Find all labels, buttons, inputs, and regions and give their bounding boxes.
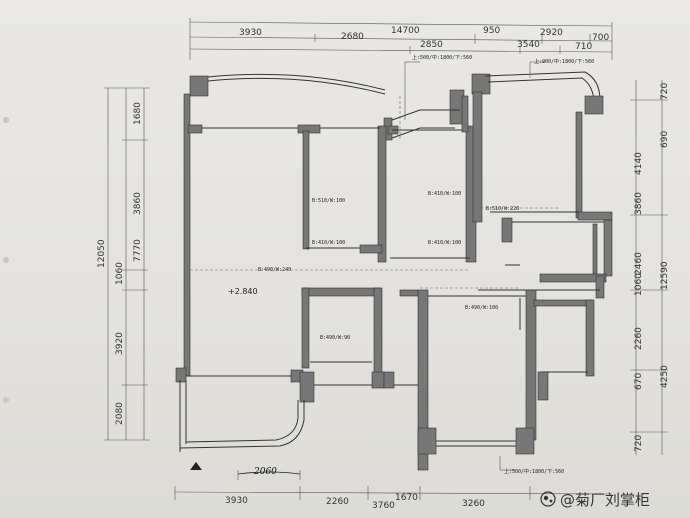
binder-holes <box>3 117 9 403</box>
exterior-walls <box>175 71 613 471</box>
top-dimension-chain: 14700 3930 2680 950 2920 700 2850 3540 7… <box>189 18 613 60</box>
door-label-6: B:490/W:240 <box>258 267 291 273</box>
dim-top-6: 2850 <box>420 40 443 50</box>
dim-right-outer-1: 720 <box>660 83 670 100</box>
door-label-4: B:410/W:100 <box>312 240 345 246</box>
dim-right-inner-2: 3860 <box>634 192 644 215</box>
door-label-1: B:510/W:100 <box>312 198 345 204</box>
door-label-5: B:410/W:100 <box>428 240 461 246</box>
dim-right-inner-1: 690 <box>660 131 670 148</box>
dim-top-3: 950 <box>483 26 500 36</box>
dim-right-inner-3: 2460 <box>634 252 644 275</box>
dim-top-7: 3540 <box>517 40 540 50</box>
right-dimension-chain: 720 4140 12590 690 3860 2460 1060 2260 6… <box>630 80 670 455</box>
bottom-dimension-chain: 3930 2260 1670 3760 3260 <box>174 486 613 511</box>
elevation-label: +2.840 <box>228 287 258 296</box>
door-label-7: B:490/W:100 <box>465 305 498 311</box>
dim-right-inner-6: 670 <box>634 373 644 390</box>
dim-left-2: 3860 <box>133 192 143 215</box>
dim-right-inner-7: 4250 <box>660 365 670 388</box>
dim-right-outer-3: 12590 <box>660 261 670 290</box>
dim-bottom-1: 3930 <box>225 496 248 506</box>
dim-left-6: 3920 <box>115 332 125 355</box>
watermark-text: @菊厂刘掌柜 <box>560 491 650 509</box>
dim-top-5: 700 <box>592 33 609 43</box>
dim-left-7: 2080 <box>115 402 125 425</box>
dim-top-4: 2920 <box>540 28 563 38</box>
dim-right-outer-2: 4140 <box>634 152 644 175</box>
dim-bottom-2: 2260 <box>326 497 349 507</box>
door-label-2: B:410/W:100 <box>428 191 461 197</box>
triangle-marker-icon <box>190 462 202 470</box>
dim-right-inner-4: 1060 <box>634 273 644 296</box>
door-label-8: B:490/W:90 <box>320 335 350 341</box>
window-notes: 上:500/中:1800/下:560 上:900/中:1800/下:560 上:… <box>404 54 594 475</box>
handwritten-dimension: 2060 <box>237 467 301 480</box>
watermark: @菊厂刘掌柜 <box>540 491 650 509</box>
dim-top-1: 3930 <box>239 28 262 38</box>
door-labels: B:510/W:100 B:410/W:100 B:510/W:220 B:41… <box>258 191 519 341</box>
dim-right-inner-8: 720 <box>634 435 644 452</box>
window-note-top-left: 上:500/中:1800/下:560 <box>412 54 472 61</box>
left-dimension-chain: 1680 3860 12050 1060 7770 3920 2080 <box>97 87 150 441</box>
window-note-top-right: 上:900/中:1800/下:560 <box>534 58 594 65</box>
dim-left-3: 12050 <box>97 239 107 268</box>
beam-lines <box>190 96 560 289</box>
dim-top-8: 710 <box>575 42 592 52</box>
dim-bottom-3: 1670 <box>395 493 418 503</box>
dim-top-2: 2680 <box>341 32 364 42</box>
door-label-3: B:510/W:220 <box>486 206 519 212</box>
handwritten-2060: 2060 <box>253 467 277 477</box>
dim-overall: 14700 <box>391 26 420 36</box>
dim-bottom-5: 3260 <box>462 499 485 509</box>
dim-right-inner-5: 2260 <box>634 327 644 350</box>
dim-bottom-4: 3760 <box>372 501 395 511</box>
dim-left-4: 1060 <box>115 262 125 285</box>
window-note-bottom: 上:500/中:1800/下:560 <box>504 468 564 475</box>
dim-left-1: 1680 <box>133 102 143 125</box>
dim-left-5: 7770 <box>133 239 143 262</box>
